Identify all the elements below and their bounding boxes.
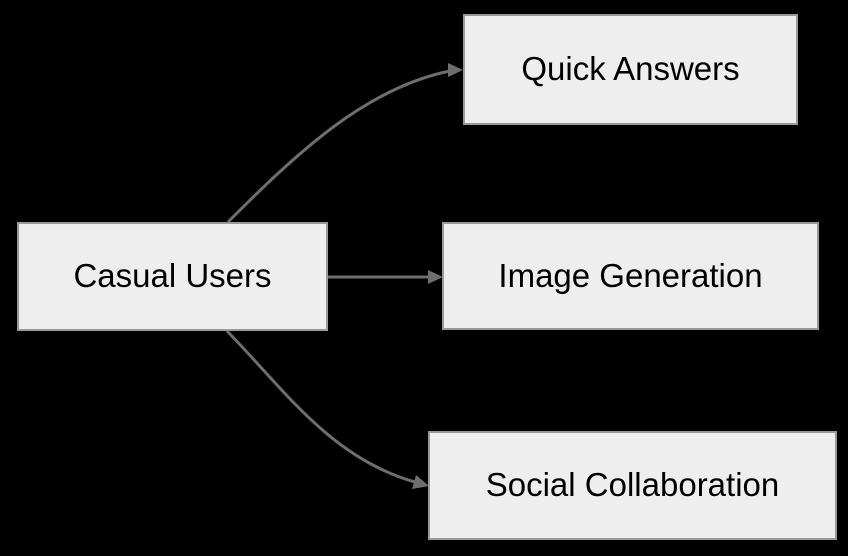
node-casual-users: Casual Users: [17, 222, 328, 331]
node-social-collaboration: Social Collaboration: [428, 431, 837, 540]
edge-casual-users-to-quick-answers: [226, 69, 451, 224]
node-social-collaboration-label: Social Collaboration: [485, 466, 780, 504]
arrowhead-social-collaboration: [412, 475, 429, 489]
node-image-generation: Image Generation: [442, 222, 819, 330]
arrowhead-quick-answers: [448, 63, 463, 77]
edge-casual-users-to-social-collaboration: [225, 329, 416, 484]
node-quick-answers-label: Quick Answers: [521, 50, 740, 88]
node-quick-answers: Quick Answers: [463, 14, 798, 125]
node-image-generation-label: Image Generation: [498, 256, 763, 294]
node-casual-users-label: Casual Users: [73, 257, 272, 295]
arrowhead-image-generation: [428, 270, 443, 284]
